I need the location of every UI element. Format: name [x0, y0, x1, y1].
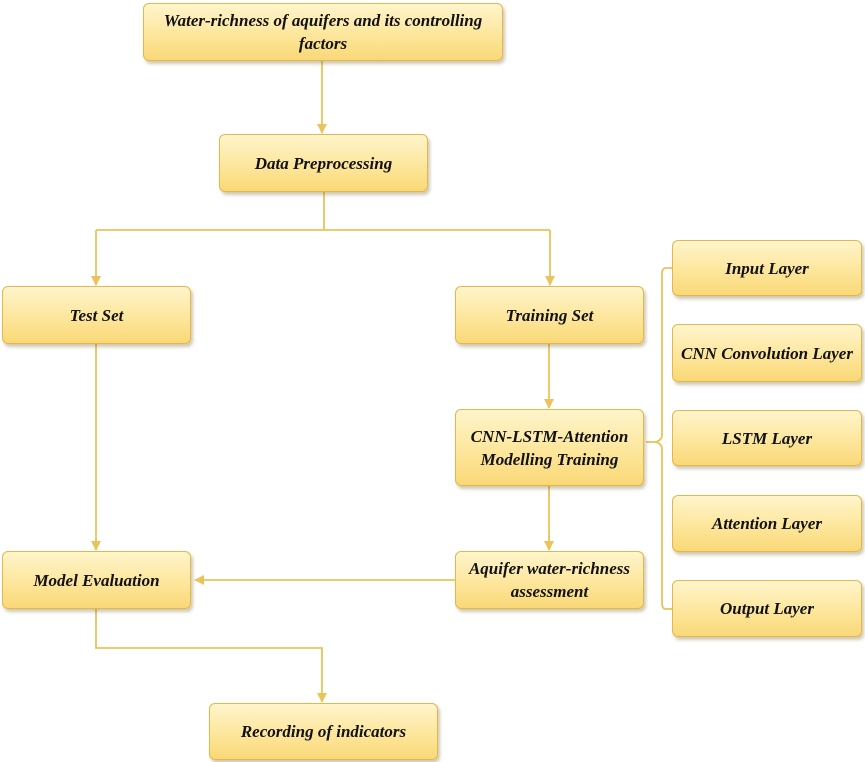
arrow-evaluation-to-recording: [95, 608, 327, 703]
cnn-lstm-attention-box: CNN-LSTM-Attention Modelling Training: [455, 409, 644, 486]
input-layer-box: Input Layer: [672, 240, 862, 296]
output-layer-box: Output Layer: [672, 580, 862, 637]
aquifer-assessment-box: Aquifer water-richness assessment: [455, 551, 644, 609]
attention-layer-box: Attention Layer: [672, 495, 862, 552]
data-preprocessing-box: Data Preprocessing: [219, 134, 428, 192]
training-set-box: Training Set: [455, 286, 644, 344]
cnn-convolution-layer-box: CNN Convolution Layer: [672, 324, 862, 382]
test-set-box: Test Set: [2, 286, 191, 344]
lstm-layer-box: LSTM Layer: [672, 410, 862, 466]
model-evaluation-box: Model Evaluation: [2, 551, 191, 609]
layers-brace: [653, 267, 672, 610]
recording-indicators-box: Recording of indicators: [209, 703, 438, 760]
water-richness-box: Water-richness of aquifers and its contr…: [143, 3, 503, 61]
